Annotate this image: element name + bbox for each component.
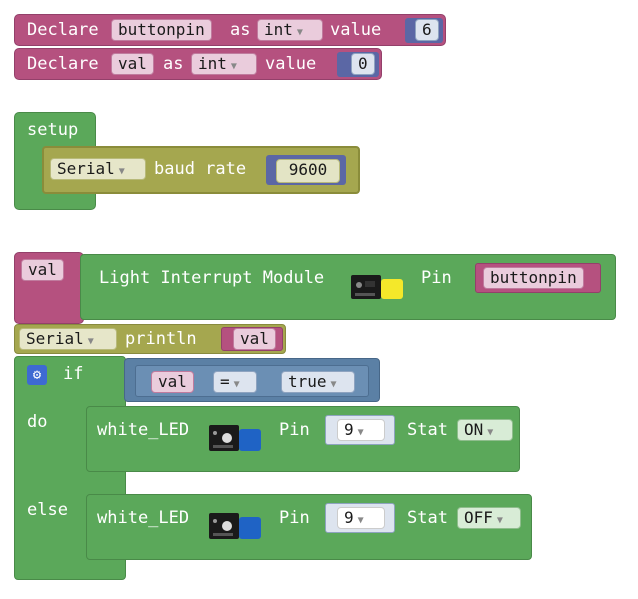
serial-begin-block[interactable]: Serial▼ baud rate 9600 (42, 146, 360, 194)
dropdown-arrow-icon: ▼ (230, 61, 237, 72)
serial-dropdown-value: Serial (57, 159, 115, 178)
stat-dropdown[interactable]: OFF▼ (457, 507, 521, 529)
pin-value: 9 (344, 420, 354, 439)
gear-icon[interactable]: ⚙ (27, 365, 47, 385)
stat-dropdown[interactable]: ON▼ (457, 419, 513, 441)
dropdown-arrow-icon: ▼ (496, 515, 503, 526)
else-label: else (27, 500, 68, 520)
stat-value: ON (464, 420, 484, 439)
stat-value: OFF (464, 508, 493, 527)
println-var-field[interactable]: val (233, 328, 276, 350)
dropdown-arrow-icon: ▼ (357, 515, 364, 526)
compare-block[interactable]: val =▼ true▼ (124, 358, 380, 402)
dropdown-arrow-icon: ▼ (87, 336, 94, 347)
as-keyword: as (230, 20, 251, 40)
println-label: println (125, 329, 197, 349)
declare-block-buttonpin[interactable]: Declare buttonpin as int▼ value 6 (14, 14, 446, 46)
type-value: int (198, 54, 227, 73)
serial-dropdown[interactable]: Serial▼ (19, 328, 117, 350)
number-value-field[interactable]: 6 (415, 19, 439, 41)
dropdown-arrow-icon: ▼ (487, 427, 494, 438)
declare-keyword: Declare (27, 20, 99, 40)
dropdown-arrow-icon: ▼ (330, 379, 337, 390)
serial-dropdown[interactable]: Serial▼ (50, 158, 146, 180)
number-value-field[interactable]: 0 (351, 53, 375, 75)
value-keyword: value (330, 20, 382, 40)
led-module-label: white_LED (97, 420, 190, 440)
bool-value: true (288, 372, 327, 391)
led-block-do[interactable]: white_LED Pin 9▼ Stat ON▼ (86, 406, 520, 472)
led-module-label: white_LED (97, 508, 190, 528)
pin-var-field[interactable]: buttonpin (483, 267, 584, 289)
operator-dropdown[interactable]: =▼ (213, 371, 257, 393)
serial-println-block[interactable]: Serial▼ println val (14, 324, 286, 354)
led-module-icon (209, 513, 261, 539)
stat-label: Stat (407, 420, 448, 440)
bool-dropdown[interactable]: true▼ (281, 371, 355, 393)
set-var-block[interactable]: val (14, 252, 84, 324)
led-module-icon (209, 425, 261, 451)
pin-dropdown[interactable]: 9▼ (337, 507, 385, 529)
serial-dropdown-value: Serial (26, 329, 84, 348)
cond-left-var[interactable]: val (151, 371, 194, 393)
as-keyword: as (163, 54, 184, 74)
var-name-field[interactable]: val (21, 259, 64, 281)
module-label: Light Interrupt Module (99, 268, 325, 288)
dropdown-arrow-icon: ▼ (118, 166, 125, 177)
dropdown-arrow-icon: ▼ (233, 379, 240, 390)
baud-rate-field[interactable]: 9600 (276, 159, 340, 183)
stat-label: Stat (407, 508, 448, 528)
pin-dropdown[interactable]: 9▼ (337, 419, 385, 441)
setup-label: setup (27, 120, 79, 140)
pin-label: Pin (279, 420, 310, 440)
light-interrupt-module-block[interactable]: Light Interrupt Module Pin buttonpin (80, 254, 616, 320)
pin-label: Pin (421, 268, 452, 288)
light-sensor-module-icon (351, 275, 403, 299)
dropdown-arrow-icon: ▼ (296, 27, 303, 38)
pin-label: Pin (279, 508, 310, 528)
type-dropdown[interactable]: int▼ (191, 53, 257, 75)
value-keyword: value (265, 54, 317, 74)
pin-value: 9 (344, 508, 354, 527)
operator-value: = (220, 372, 230, 391)
var-name-field[interactable]: val (111, 53, 154, 75)
type-value: int (264, 20, 293, 39)
var-name-field[interactable]: buttonpin (111, 19, 212, 41)
led-block-else[interactable]: white_LED Pin 9▼ Stat OFF▼ (86, 494, 532, 560)
type-dropdown[interactable]: int▼ (257, 19, 323, 41)
if-label: if (63, 364, 84, 384)
dropdown-arrow-icon: ▼ (357, 427, 364, 438)
declare-block-val[interactable]: Declare val as int▼ value 0 (14, 48, 382, 80)
baud-rate-label: baud rate (154, 159, 247, 179)
declare-keyword: Declare (27, 54, 99, 74)
do-label: do (27, 412, 48, 432)
